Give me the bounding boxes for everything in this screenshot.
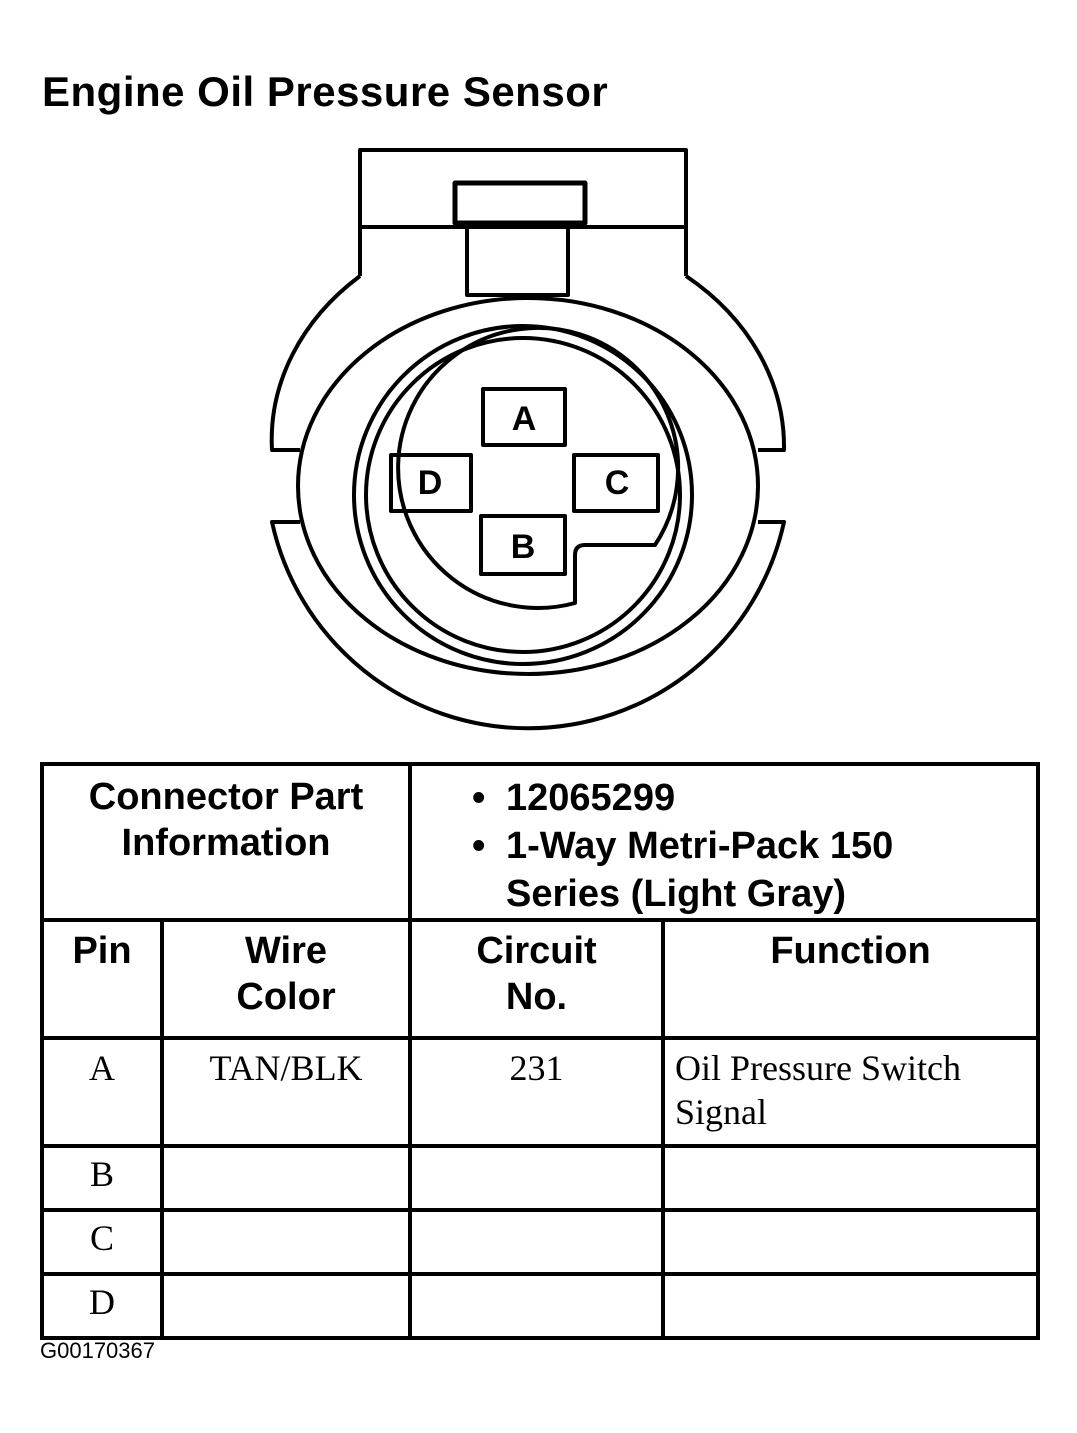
circuit-cell [408, 1144, 666, 1212]
function-cell [661, 1144, 1041, 1212]
lock-tab-slot [452, 180, 588, 226]
pin-label-a: A [512, 400, 537, 438]
circuit-cell [408, 1272, 666, 1340]
pin-label-b: B [511, 528, 536, 566]
circuit-cell: 231 [408, 1036, 666, 1148]
header-wire-color-line1: Wire [245, 930, 328, 972]
pin-cell: B [40, 1144, 164, 1212]
function-cell: Oil Pressure Switch Signal [661, 1036, 1041, 1148]
function-cell [661, 1208, 1041, 1276]
table-row: A TAN/BLK 231 Oil Pressure Switch Signal [40, 1036, 1041, 1148]
connector-inner-housing [296, 296, 760, 676]
function-cell [661, 1272, 1041, 1340]
header-circuit-line1: Circuit [476, 930, 597, 972]
part-info-value-cell: • 12065299 • 1-Way Metri-Pack 150 Series… [408, 762, 1041, 922]
bullet-dot: • [472, 825, 486, 867]
pin-cavity-ring-middle [364, 336, 682, 654]
connector-outer-shell [269, 274, 787, 731]
wire-color-cell [159, 1208, 413, 1276]
pin-cell: D [40, 1272, 164, 1340]
function-line1: Oil Pressure Switch [675, 1048, 961, 1088]
header-wire-color: Wire Color [159, 918, 413, 1040]
wire-color-cell [159, 1144, 413, 1212]
pin-cavity-ring-inner [396, 326, 681, 610]
part-description-line2: Series (Light Gray) [506, 873, 846, 915]
part-number-item: • 12065299 [472, 774, 1036, 822]
pin-cell: A [40, 1036, 164, 1148]
wire-color-cell: TAN/BLK [159, 1036, 413, 1148]
diagram-title: Engine Oil Pressure Sensor [42, 68, 609, 115]
part-description-line1: 1-Way Metri-Pack 150 [506, 825, 894, 867]
header-function-label: Function [770, 930, 931, 972]
header-circuit-line2: No. [505, 976, 568, 1018]
table-row: C [40, 1208, 1041, 1276]
part-info-label-line1: Connector Part [88, 776, 364, 818]
lock-tab-latch [465, 225, 570, 297]
terminal-d [389, 453, 473, 513]
connector-lock-tab [358, 148, 688, 276]
table-row: B [40, 1144, 1041, 1212]
terminal-c [572, 453, 660, 513]
header-function: Function [661, 918, 1041, 1040]
terminal-a [481, 387, 567, 447]
wire-color-cell [159, 1272, 413, 1340]
function-line2: Signal [675, 1092, 768, 1132]
header-wire-color-line2: Color [236, 976, 336, 1018]
column-header-row: Pin Wire Color Circuit No. Function [40, 918, 1041, 1040]
part-info-row: Connector Part Information • 12065299 • … [39, 762, 1041, 922]
pin-label-d: D [418, 464, 443, 502]
connector-face-diagram: A D C B [269, 148, 787, 731]
table-row: D [40, 1272, 1041, 1340]
part-info-label-cell: Connector Part Information [39, 762, 413, 922]
pin-cell: C [40, 1208, 164, 1276]
circuit-cell [408, 1208, 666, 1276]
connector-info-table: Connector Part Information • 12065299 • … [39, 762, 1041, 1340]
header-pin: Pin [40, 918, 164, 1040]
part-description-item: • 1-Way Metri-Pack 150 Series (Light Gra… [472, 822, 1036, 918]
part-number: 12065299 [506, 777, 676, 819]
header-pin-label: Pin [72, 930, 132, 972]
part-info-label-line2: Information [121, 822, 331, 864]
header-circuit-no: Circuit No. [408, 918, 666, 1040]
figure-code: G00170367 [40, 1338, 155, 1363]
pin-cavity-ring-outer [352, 324, 694, 666]
bullet-dot: • [472, 777, 486, 819]
terminal-b [479, 514, 567, 576]
pin-label-c: C [605, 464, 630, 502]
